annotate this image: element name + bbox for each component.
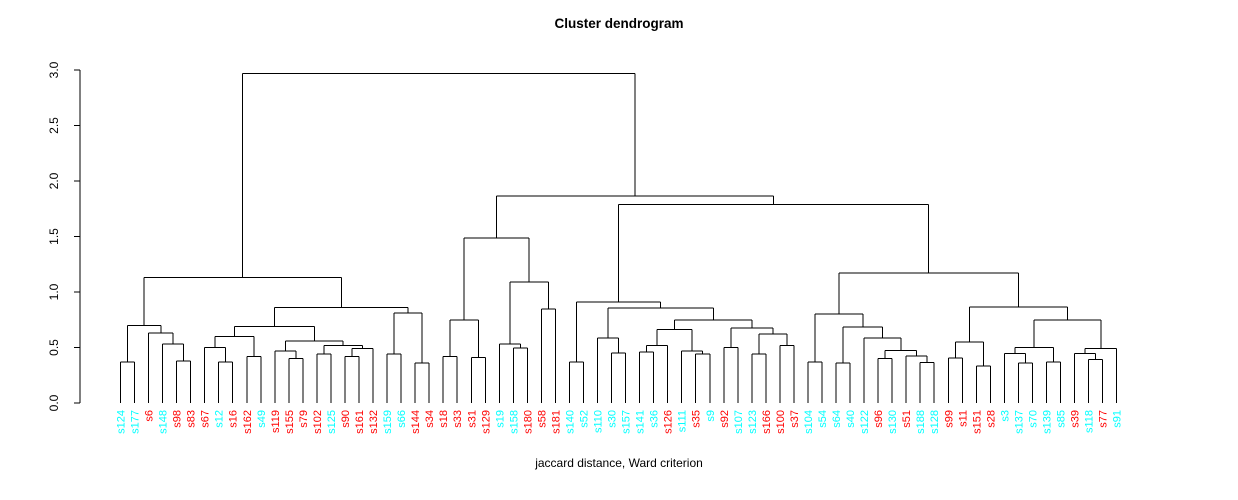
leaf-label: s19 (494, 410, 506, 428)
leaf-label: s177 (130, 410, 142, 434)
leaf-label: s31 (466, 410, 478, 428)
leaf-label: s158 (508, 410, 520, 434)
leaf-label: s67 (200, 410, 212, 428)
leaf-label: s144 (410, 410, 422, 434)
leaf-label: s124 (116, 410, 128, 434)
leaf-label: s34 (424, 410, 436, 428)
leaf-label: s107 (733, 410, 745, 434)
leaf-label: s126 (663, 410, 675, 434)
leaf-label: s111 (677, 410, 689, 432)
leaf-label: s18 (438, 410, 450, 428)
leaf-label: s119 (270, 410, 282, 433)
leaf-label: s151 (971, 410, 983, 434)
leaf-label: s12 (214, 410, 226, 428)
leaf-label: s30 (607, 410, 619, 428)
leaf-label: s122 (859, 410, 871, 434)
y-axis-tick-label: 0.0 (47, 394, 61, 411)
leaf-label: s102 (312, 410, 324, 434)
leaf-label: s3 (999, 410, 1011, 422)
y-axis-tick-label: 1.0 (47, 283, 61, 300)
leaf-label: s188 (915, 410, 927, 434)
leaf-label: s130 (887, 410, 899, 434)
leaf-label: s123 (747, 410, 759, 434)
y-axis-tick-label: 2.5 (47, 117, 61, 134)
leaf-label: s92 (719, 410, 731, 428)
leaf-label: s36 (649, 410, 661, 428)
leaf-label: s148 (158, 410, 170, 434)
leaf-label: s9 (705, 410, 717, 422)
leaf-label: s98 (172, 410, 184, 428)
leaf-label: s35 (691, 410, 703, 428)
leaf-label: s162 (242, 410, 254, 434)
leaf-label: s33 (452, 410, 464, 428)
leaf-label: s49 (256, 410, 268, 428)
leaf-label: s77 (1098, 410, 1110, 428)
leaf-label: s11 (957, 410, 969, 427)
leaf-label: s159 (382, 410, 394, 434)
leaf-label: s166 (761, 410, 773, 434)
leaf-label: s70 (1027, 410, 1039, 428)
chart-title: Cluster dendrogram (554, 16, 684, 31)
leaf-label: s90 (340, 410, 352, 428)
leaf-label: s37 (789, 410, 801, 428)
leaf-label: s128 (929, 410, 941, 434)
leaf-label: s181 (550, 410, 562, 434)
leaf-label: s132 (368, 410, 380, 434)
leaf-label: s51 (901, 410, 913, 428)
leaf-label: s110 (593, 410, 605, 433)
leaf-label: s54 (817, 410, 829, 428)
y-axis-tick-label: 0.5 (47, 339, 61, 356)
leaf-label: s52 (578, 410, 590, 428)
leaf-label: s39 (1070, 410, 1082, 428)
leaf-label: s40 (845, 410, 857, 428)
leaf-label: s64 (831, 410, 843, 428)
leaf-label: s58 (536, 410, 548, 428)
leaf-label: s129 (480, 410, 492, 434)
leaf-label: s66 (396, 410, 408, 428)
leaf-label: s91 (1112, 410, 1124, 428)
leaf-label: s79 (298, 410, 310, 428)
leaf-label: s104 (803, 410, 815, 434)
leaf-label: s85 (1056, 410, 1068, 428)
y-axis-tick-label: 1.5 (47, 228, 61, 245)
leaf-label: s100 (775, 410, 787, 434)
leaf-label: s161 (354, 410, 366, 434)
leaf-label: s83 (186, 410, 198, 428)
leaf-label: s157 (621, 410, 633, 434)
leaf-label: s137 (1013, 410, 1025, 434)
leaf-label: s155 (284, 410, 296, 434)
leaf-label: s6 (144, 410, 156, 422)
leaf-label: s99 (943, 410, 955, 428)
leaf-label: s139 (1041, 410, 1053, 434)
leaf-label: s141 (635, 410, 647, 434)
leaf-label: s140 (564, 410, 576, 434)
leaf-label: s118 (1084, 410, 1096, 433)
leaf-label: s180 (522, 410, 534, 434)
leaf-label: s16 (228, 410, 240, 428)
y-axis-tick-label: 3.0 (47, 61, 61, 78)
chart-subtitle: jaccard distance, Ward criterion (535, 456, 703, 470)
leaf-label: s96 (873, 410, 885, 428)
leaf-label: s28 (985, 410, 997, 428)
y-axis-tick-label: 2.0 (47, 172, 61, 189)
leaf-label: s125 (326, 410, 338, 434)
